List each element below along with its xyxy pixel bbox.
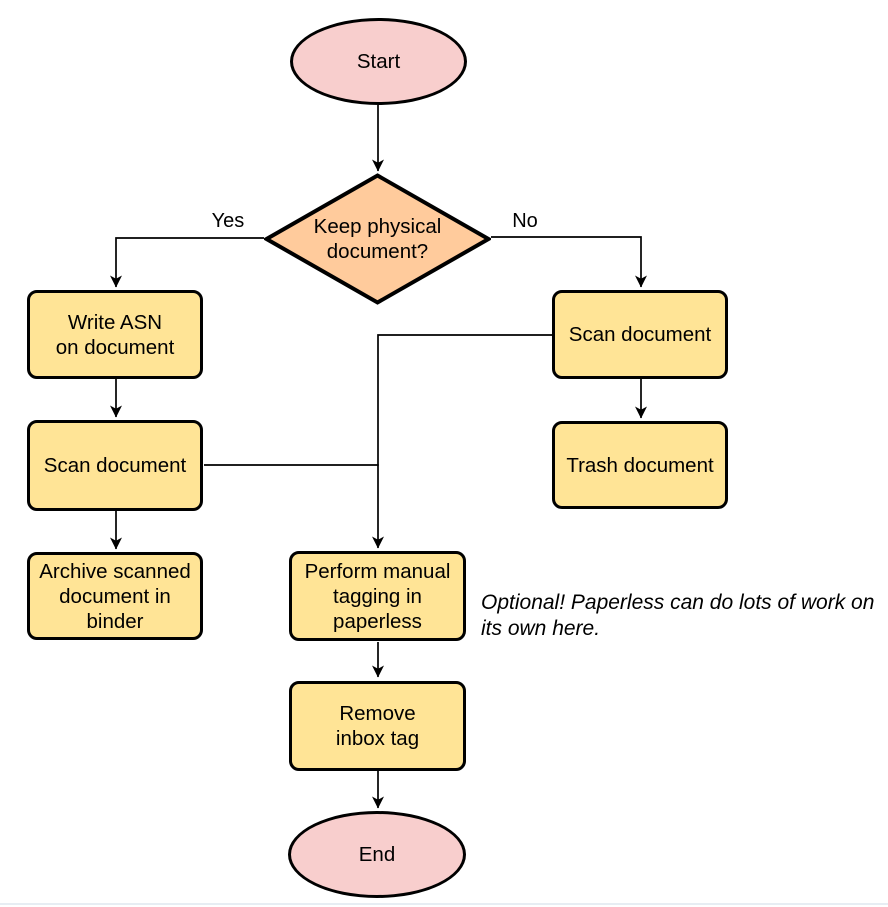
decision-label: Keep physical document? — [313, 215, 442, 263]
decision-diamond-shape — [264, 173, 491, 305]
bottom-divider — [0, 903, 888, 905]
end-node: End — [288, 811, 466, 898]
process-remove-inbox-tag: Remove inbox tag — [289, 681, 466, 771]
edge-label-no: No — [512, 210, 538, 232]
connector-yes-to-write-asn — [110, 237, 264, 288]
process-trash-document: Trash document — [552, 421, 728, 509]
process-scan-document-left: Scan document — [27, 420, 203, 511]
decision-keep-physical-document: Keep physical document? — [264, 173, 491, 305]
connector-no-to-scan-right — [491, 236, 647, 288]
start-node: Start — [290, 18, 467, 105]
edge-label-yes: Yes — [211, 210, 245, 232]
note-optional-paperless: Optional! Paperless can do lots of work … — [481, 591, 875, 640]
process-manual-tagging: Perform manual tagging in paperless — [289, 551, 466, 641]
connector-scan-right-to-tagging — [372, 334, 552, 549]
process-archive-document: Archive scanned document in binder — [27, 552, 203, 640]
process-scan-document-right: Scan document — [552, 290, 728, 379]
process-write-asn: Write ASN on document — [27, 290, 203, 379]
